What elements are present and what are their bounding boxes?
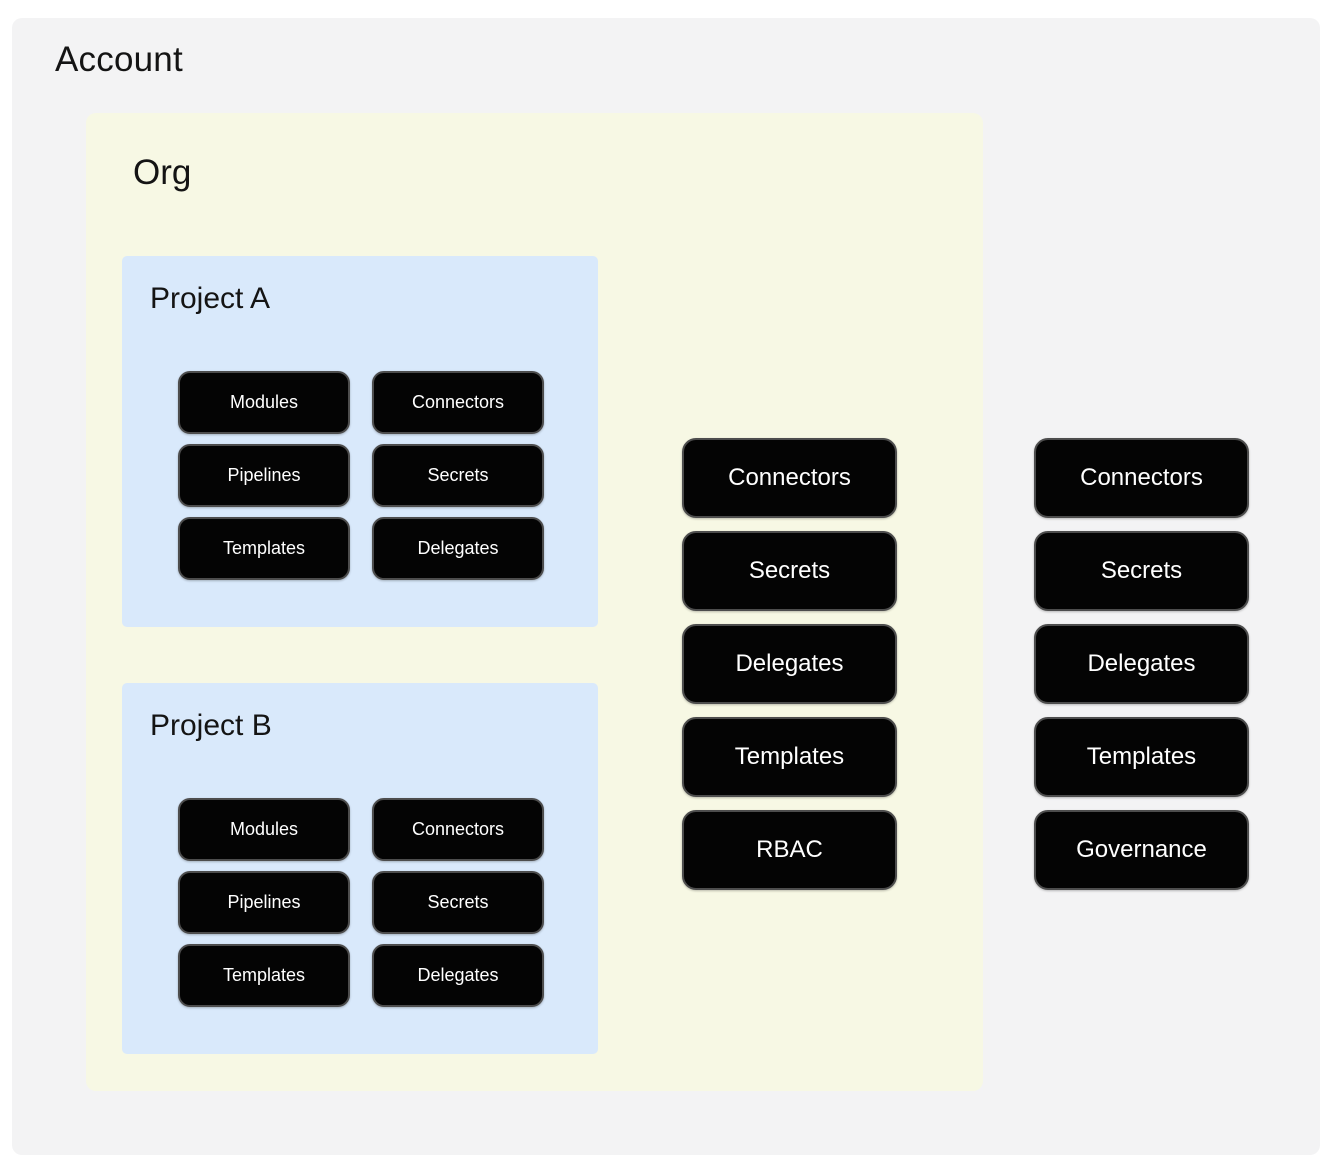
pill-org-delegates: Delegates	[682, 624, 897, 704]
pill-project-b-modules: Modules	[178, 798, 350, 861]
account-resource-column: Connectors Secrets Delegates Templates G…	[1034, 438, 1249, 890]
org-resource-column: Connectors Secrets Delegates Templates R…	[682, 438, 897, 890]
account-title: Account	[55, 40, 183, 79]
pill-account-governance: Governance	[1034, 810, 1249, 890]
pill-project-a-secrets: Secrets	[372, 444, 544, 507]
pill-account-delegates: Delegates	[1034, 624, 1249, 704]
pill-project-a-modules: Modules	[178, 371, 350, 434]
pill-account-secrets: Secrets	[1034, 531, 1249, 611]
pill-project-a-connectors: Connectors	[372, 371, 544, 434]
project-a-resource-grid: Modules Connectors Pipelines Secrets Tem…	[178, 371, 544, 580]
pill-project-a-delegates: Delegates	[372, 517, 544, 580]
pill-project-b-pipelines: Pipelines	[178, 871, 350, 934]
project-a-title: Project A	[150, 282, 271, 315]
pill-project-b-delegates: Delegates	[372, 944, 544, 1007]
pill-project-b-connectors: Connectors	[372, 798, 544, 861]
pill-account-templates: Templates	[1034, 717, 1249, 797]
pill-account-connectors: Connectors	[1034, 438, 1249, 518]
pill-org-connectors: Connectors	[682, 438, 897, 518]
project-b-title: Project B	[150, 709, 272, 742]
project-a-box: Project A Modules Connectors Pipelines S…	[122, 256, 598, 627]
pill-org-templates: Templates	[682, 717, 897, 797]
org-scope-box: Org Project A Modules Connectors Pipelin…	[86, 113, 983, 1091]
pill-project-b-secrets: Secrets	[372, 871, 544, 934]
pill-org-secrets: Secrets	[682, 531, 897, 611]
org-title: Org	[133, 153, 192, 192]
project-b-box: Project B Modules Connectors Pipelines S…	[122, 683, 598, 1054]
pill-project-a-pipelines: Pipelines	[178, 444, 350, 507]
pill-project-a-templates: Templates	[178, 517, 350, 580]
account-scope-box: Account Org Project A Modules Connectors…	[12, 18, 1320, 1155]
pill-project-b-templates: Templates	[178, 944, 350, 1007]
pill-org-rbac: RBAC	[682, 810, 897, 890]
project-b-resource-grid: Modules Connectors Pipelines Secrets Tem…	[178, 798, 544, 1007]
